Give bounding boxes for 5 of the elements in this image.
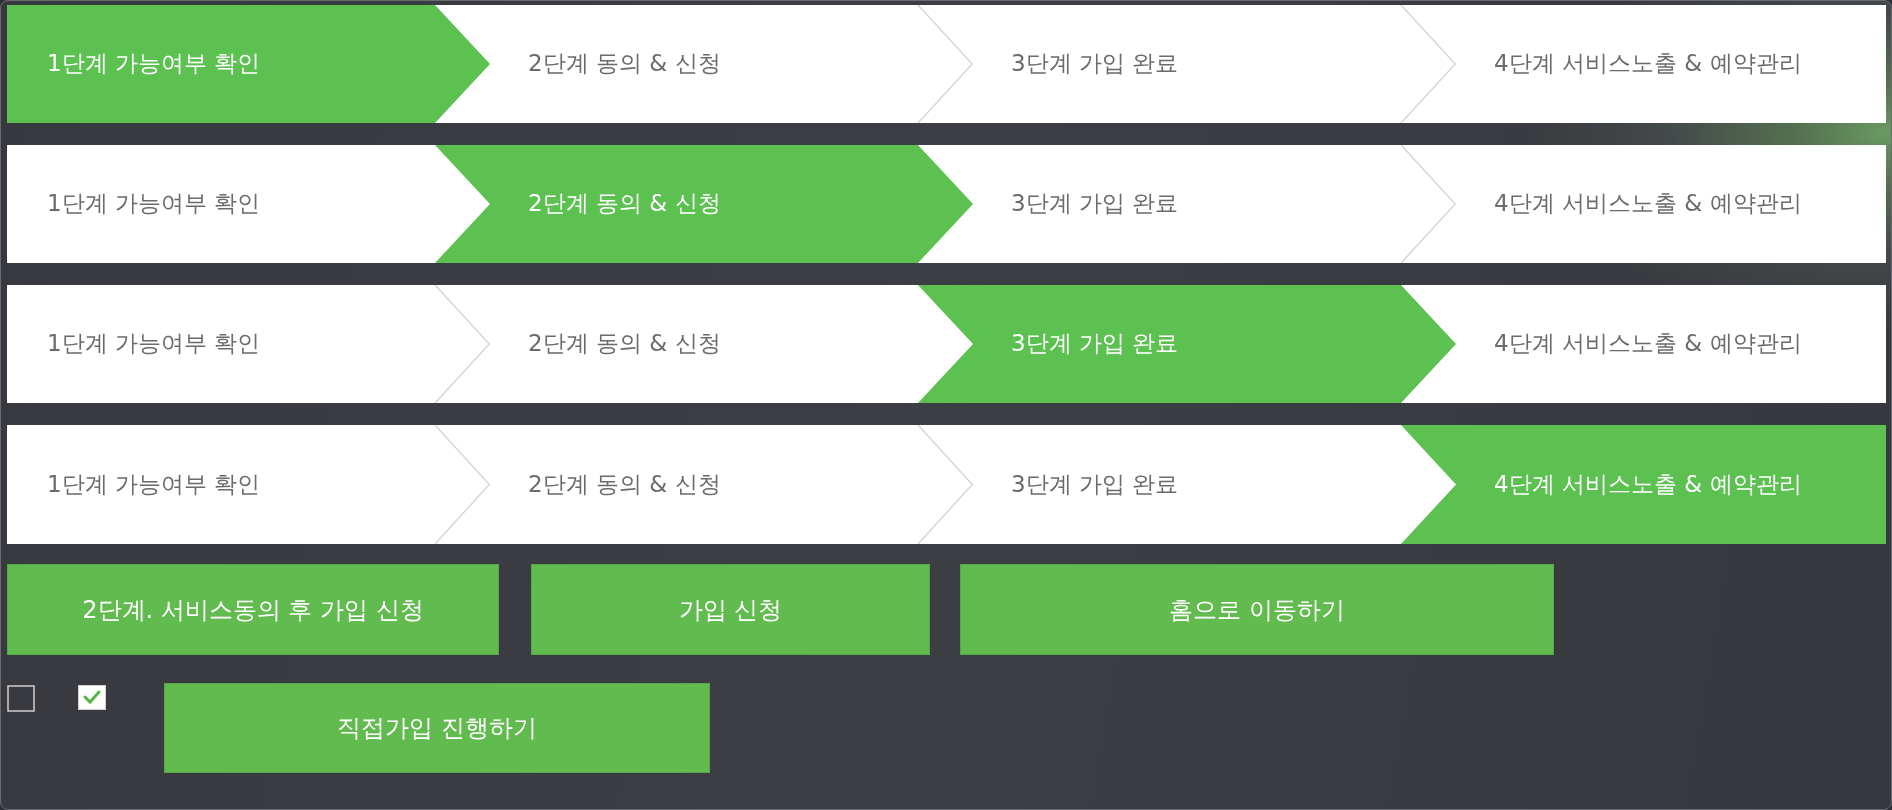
- action-button: 홈으로 이동하기: [960, 564, 1554, 655]
- action-button: 2단계. 서비스동의 후 가입 신청: [7, 564, 499, 655]
- current-progress-step: 1단계 가능여부 확인: [7, 5, 490, 123]
- action-button: 직접가입 진행하기: [164, 683, 710, 773]
- action-button: 가입 신청: [531, 564, 930, 655]
